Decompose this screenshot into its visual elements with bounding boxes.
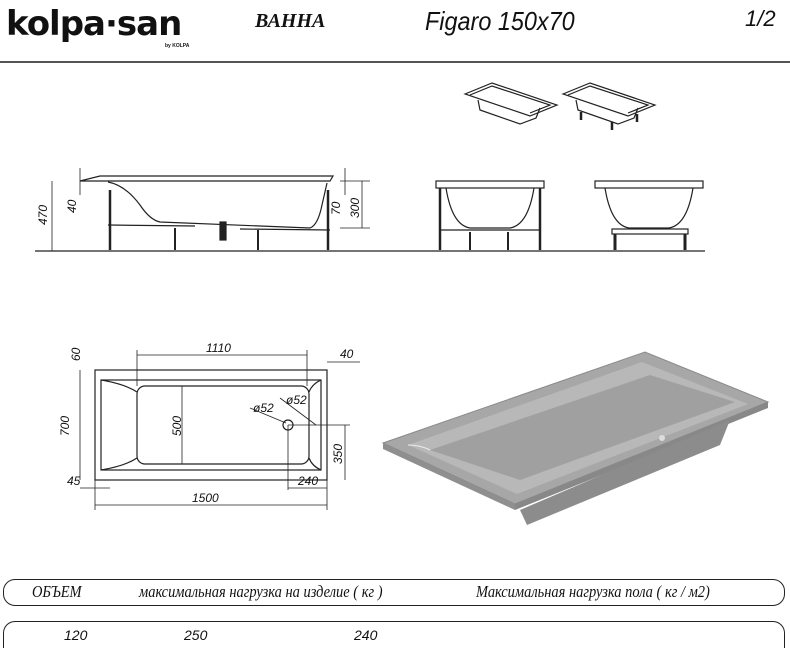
tub-3d-render (381, 351, 770, 525)
model-title: Figaro 150x70 (425, 6, 575, 36)
brand-logo: kolpa·san (6, 4, 182, 44)
value-max-load-product: 250 (184, 627, 208, 643)
dim-overflow-diameter: ø52 (286, 393, 307, 407)
side-view-long (35, 168, 400, 252)
dim-drain-offset-x: 240 (297, 474, 318, 488)
header-max-floor-load: Максимальная нагрузка пола ( кг / м2) (476, 582, 710, 601)
technical-drawing: 470 40 70 300 1110 60 40 700 500 ø52 ø52… (35, 82, 770, 525)
side-view-end-legs (594, 180, 704, 250)
dim-depth: 300 (348, 198, 362, 218)
page-number: 1/2 (745, 6, 776, 31)
header-volume: ОБЪЕМ (32, 582, 82, 601)
top-view-plan (79, 350, 360, 510)
dim-drain-diameter: ø52 (253, 401, 274, 415)
header-divider (0, 61, 790, 63)
header-max-load-product: максимальная нагрузка на изделие ( кг ) (139, 582, 383, 601)
iso-tub-legs-icon (561, 82, 657, 130)
dim-rim-left-plan: 45 (67, 474, 81, 488)
value-max-floor-load: 240 (354, 627, 378, 643)
side-view-end-frame (400, 180, 705, 252)
dim-rim-left: 40 (65, 199, 79, 213)
dim-rim-right: 70 (329, 201, 343, 215)
dim-inner-width: 500 (170, 416, 184, 436)
dim-rim-top: 60 (69, 347, 83, 361)
dim-rim-right-plan: 40 (340, 347, 354, 361)
dim-total-height: 470 (36, 205, 50, 225)
product-type: ВАННА (255, 10, 326, 32)
dim-inner-length: 1110 (206, 341, 231, 355)
dim-width: 700 (58, 416, 72, 436)
specs-value-row: 120 250 240 (3, 621, 785, 648)
iso-tub-plain-icon (463, 82, 559, 125)
dim-drain-offset-y: 350 (331, 444, 345, 464)
dim-length: 1500 (192, 491, 219, 505)
brand-sub: by KOLPA (165, 43, 190, 49)
value-volume: 120 (64, 627, 88, 643)
specs-header-row: ОБЪЕМ максимальная нагрузка на изделие (… (3, 579, 785, 606)
